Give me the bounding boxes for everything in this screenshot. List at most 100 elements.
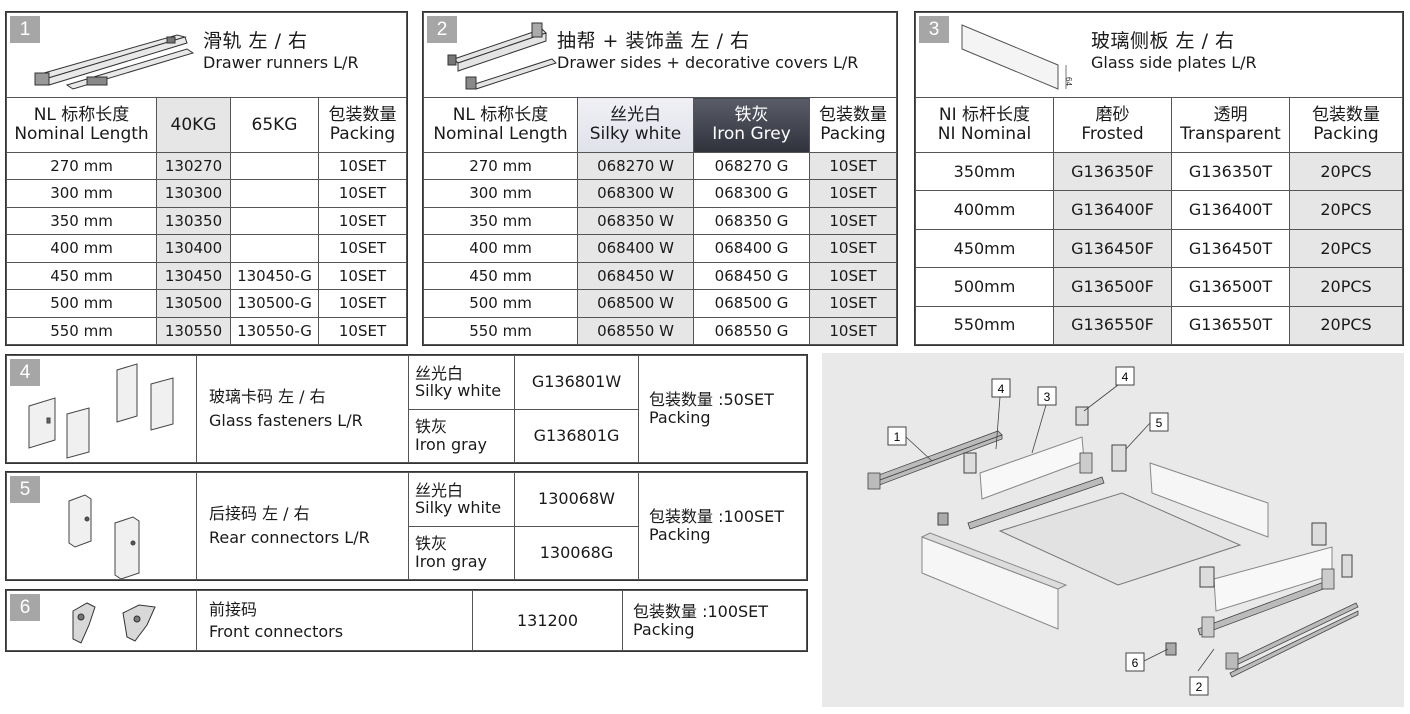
glass-side-plates-title-en: Glass side plates L/R: [1091, 52, 1257, 72]
svg-text:4: 4: [998, 382, 1005, 396]
drawer-sides-illustration: [447, 22, 557, 90]
front-connector-right: [1165, 642, 1177, 656]
drawer-sides-panel: 2 抽帮 + 装饰盖 左 / 右 Drawer sides + decorati…: [422, 11, 898, 346]
rear-connector-left: [1111, 444, 1127, 472]
front-connectors-packing: 包装数量 :100SET Packing: [622, 590, 807, 651]
glass-side-plates-panel: 3 64 玻璃侧板 左 / 右 Glass side plates L/R NI…: [914, 11, 1404, 346]
drawer-runners-title-zh: 滑轨 左 / 右: [203, 30, 308, 52]
drawer-bottom-panel: [998, 492, 1242, 586]
col-packing: 包装数量 Packing: [318, 97, 407, 153]
callout-5: 5: [1149, 412, 1169, 432]
drawer-side-left: [967, 452, 1105, 530]
section-number-3: 3: [919, 16, 949, 43]
svg-text:1: 1: [894, 430, 901, 444]
glass-fastener-left: [963, 452, 977, 474]
option-silky-white: 丝光白 Silky white: [408, 472, 515, 527]
glass-fasteners-panel: 4 玻璃卡码 左 / 右 Glass fasteners L/R 丝光白: [5, 354, 808, 464]
drawer-side-right: [1197, 568, 1335, 638]
drawer-runners-header: 1 滑轨 左 / 右 Drawer runners L/R: [6, 12, 407, 98]
section-number-6: 6: [10, 594, 40, 621]
svg-text:2: 2: [1196, 680, 1203, 694]
glass-fasteners-table: 4 玻璃卡码 左 / 右 Glass fasteners L/R 丝光白: [6, 355, 807, 463]
front-connector-left: [937, 512, 949, 526]
code-iron-gray: G136801G: [514, 408, 639, 463]
glass-plate-dimension: 64: [1064, 77, 1073, 86]
section-number-1: 1: [10, 16, 40, 43]
front-connectors-name: 前接码 Front connectors: [196, 590, 473, 651]
assembly-diagram-svg: 1 2 3 4 4 5 6: [867, 366, 1359, 696]
callout-2: 2: [1189, 676, 1209, 696]
front-connectors-table: 6 前接码 Front connectors 131200 包装数量 :100S…: [6, 590, 807, 651]
col-65kg: 65KG: [230, 97, 319, 153]
callout-1: 1: [887, 426, 907, 446]
glass-fastener-back: [1075, 406, 1089, 426]
drawer-sides-table: 2 抽帮 + 装饰盖 左 / 右 Drawer sides + decorati…: [423, 12, 897, 346]
col-transparent: 透明 Transparent: [1171, 97, 1290, 153]
callout-3: 3: [1037, 386, 1057, 406]
drawer-sides-title-zh: 抽帮 + 装饰盖 左 / 右: [557, 30, 750, 52]
front-connectors-code: 131200: [472, 590, 623, 651]
front-connector-illustration: [72, 602, 156, 644]
col-packing: 包装数量 Packing: [1289, 97, 1403, 153]
option-iron-gray: 铁灰 Iron gray: [408, 408, 515, 463]
drawer-front-top: [920, 532, 1068, 590]
section-number-2: 2: [427, 16, 457, 43]
callout-lines: [905, 384, 1215, 672]
code-iron-gray: 130068G: [514, 525, 639, 580]
front-connectors-image-cell: 6: [6, 590, 197, 651]
col-silky-white: 丝光白 Silky white: [577, 97, 694, 153]
glass-fastener-illustration: [28, 363, 174, 459]
col-frosted: 磨砂 Frosted: [1053, 97, 1172, 153]
rear-connectors-panel: 5 后接码 左 / 右 Rear connectors L/R 丝光白 Silk…: [5, 471, 808, 581]
assembly-diagram: 1 2 3 4 4 5 6: [822, 353, 1404, 707]
svg-text:6: 6: [1132, 656, 1139, 670]
callout-4b: 4: [1115, 366, 1135, 386]
col-ni-nominal: NI 标杆长度 NI Nominal: [915, 97, 1054, 153]
rear-connectors-name: 后接码 左 / 右 Rear connectors L/R: [196, 472, 409, 580]
section-number-5: 5: [10, 476, 40, 503]
rear-connector-illustration: [68, 494, 140, 579]
callout-4a: 4: [991, 378, 1011, 398]
col-nominal-length: NL 标称长度 Nominal Length: [423, 97, 578, 153]
code-silky-white: G136801W: [514, 355, 639, 410]
drawer-runner-illustration: [34, 34, 195, 90]
col-packing: 包装数量 Packing: [809, 97, 897, 153]
glass-side-plates-header: 3 64 玻璃侧板 左 / 右 Glass side plates L/R: [915, 12, 1403, 98]
runner-right: [1225, 602, 1359, 678]
rear-connector-right: [1341, 554, 1353, 578]
glass-fasteners-name: 玻璃卡码 左 / 右 Glass fasteners L/R: [196, 355, 409, 463]
col-40kg: 40KG: [156, 97, 231, 153]
glass-fastener-right: [1199, 566, 1215, 588]
svg-text:4: 4: [1122, 370, 1129, 384]
front-connectors-panel: 6 前接码 Front connectors 131200 包装数量 :100S…: [5, 589, 808, 652]
drawer-runners-panel: 1 滑轨 左 / 右 Drawer runners L/R: [5, 11, 408, 346]
drawer-sides-title-en: Drawer sides + decorative covers L/R: [557, 52, 859, 72]
glass-fasteners-image-cell: 4: [6, 355, 197, 463]
glass-side-plates-table: 3 64 玻璃侧板 左 / 右 Glass side plates L/R NI…: [915, 12, 1403, 346]
glass-plate-illustration: 64: [961, 24, 1073, 90]
drawer-runners-title-en: Drawer runners L/R: [203, 52, 359, 72]
glass-fasteners-packing: 包装数量 :50SET Packing: [638, 355, 807, 463]
callout-6: 6: [1125, 652, 1145, 672]
drawer-front-panel: [921, 536, 1059, 630]
rear-connectors-packing: 包装数量 :100SET Packing: [638, 472, 807, 580]
rear-connectors-image-cell: 5: [6, 472, 197, 580]
drawer-back-panel: [1149, 462, 1269, 538]
glass-side-plates-title-zh: 玻璃侧板 左 / 右: [1091, 30, 1235, 52]
drawer-sides-header: 2 抽帮 + 装饰盖 左 / 右 Drawer sides + decorati…: [423, 12, 897, 98]
